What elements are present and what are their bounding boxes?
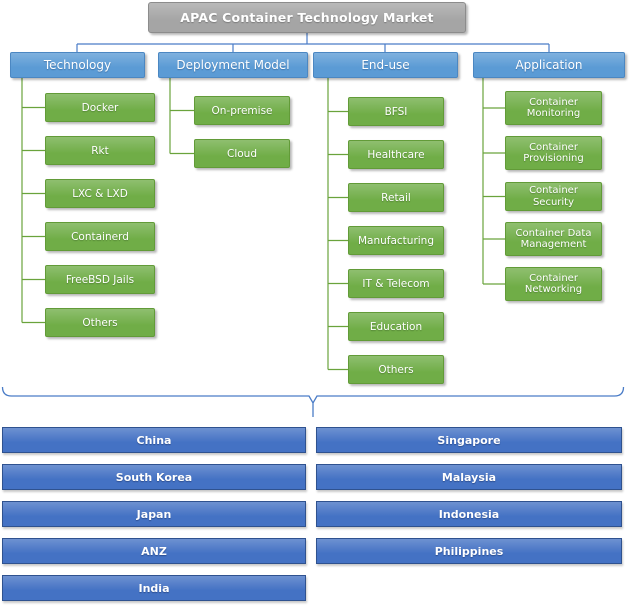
node-lxc-lxd: LXC & LXD	[45, 179, 155, 208]
node-healthcare: Healthcare	[348, 140, 444, 169]
root-node-title: APAC Container Technology Market	[148, 2, 466, 33]
segment-header-deployment-model: Deployment Model	[158, 52, 308, 78]
country-philippines: Philippines	[316, 538, 622, 564]
node-docker: Docker	[45, 93, 155, 122]
node-others-technology: Others	[45, 308, 155, 337]
segment-header-end-use: End-use	[313, 52, 458, 78]
node-container-networking: Container Networking	[505, 267, 602, 301]
node-cloud: Cloud	[194, 139, 290, 168]
country-japan: Japan	[2, 501, 306, 527]
node-container-data-management: Container Data Management	[505, 222, 602, 256]
segment-header-technology: Technology	[10, 52, 145, 78]
deployment-branch-lines	[169, 78, 194, 155]
node-bfsi: BFSI	[348, 97, 444, 126]
country-singapore: Singapore	[316, 427, 622, 453]
brace-connector	[1, 386, 625, 417]
node-on-premise: On-premise	[194, 96, 290, 125]
node-container-provisioning: Container Provisioning	[505, 136, 602, 170]
node-others-end-use: Others	[348, 355, 444, 384]
node-container-monitoring: Container Monitoring	[505, 91, 602, 125]
country-anz: ANZ	[2, 538, 306, 564]
country-india: India	[2, 575, 306, 601]
node-container-security: Container Security	[505, 182, 602, 211]
tree-connector	[76, 33, 550, 52]
technology-branch-lines	[21, 78, 45, 324]
node-retail: Retail	[348, 183, 444, 212]
node-rkt: Rkt	[45, 136, 155, 165]
node-it-telecom: IT & Telecom	[348, 269, 444, 298]
node-education: Education	[348, 312, 444, 341]
application-branch-lines	[482, 78, 505, 285]
country-china: China	[2, 427, 306, 453]
country-indonesia: Indonesia	[316, 501, 622, 527]
country-malaysia: Malaysia	[316, 464, 622, 490]
segment-header-application: Application	[473, 52, 625, 78]
node-freebsd-jails: FreeBSD Jails	[45, 265, 155, 294]
country-south-korea: South Korea	[2, 464, 306, 490]
end-use-branch-lines	[327, 78, 348, 371]
node-manufacturing: Manufacturing	[348, 226, 444, 255]
node-containerd: Containerd	[45, 222, 155, 251]
